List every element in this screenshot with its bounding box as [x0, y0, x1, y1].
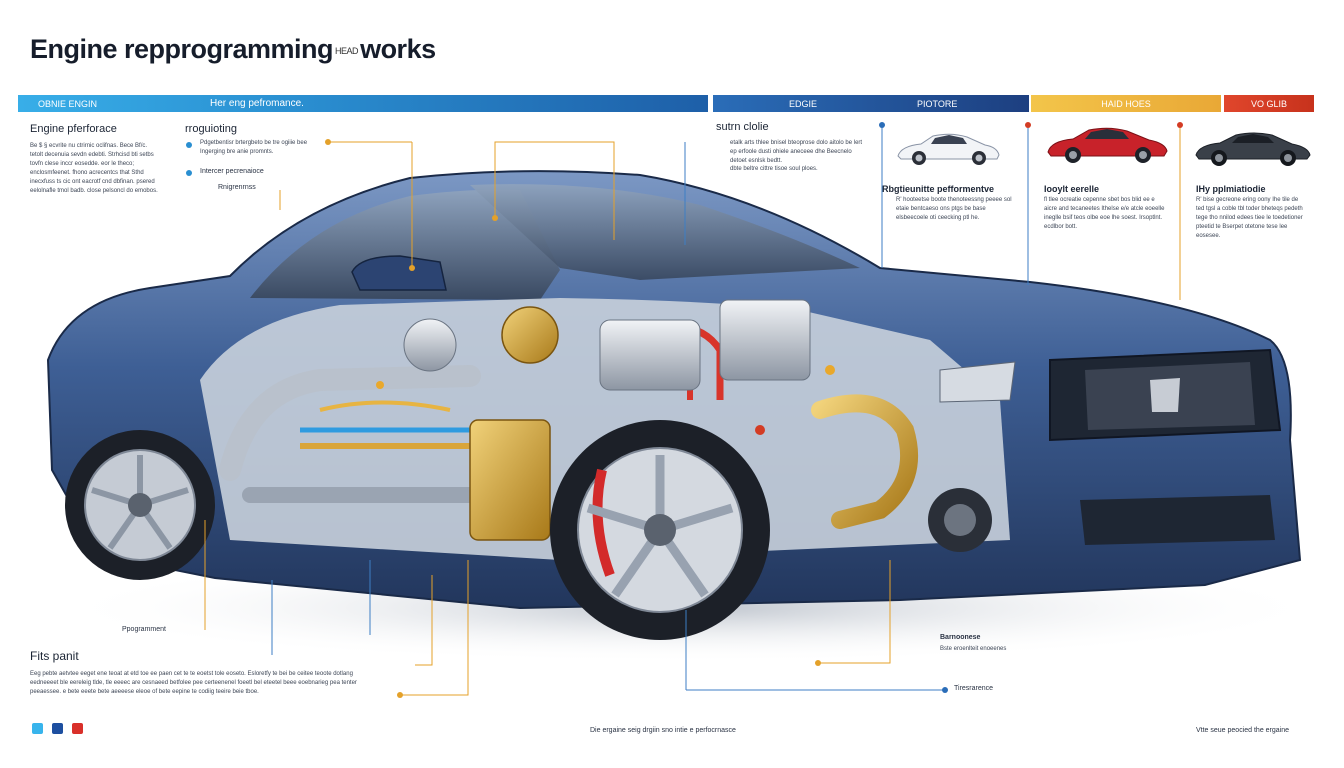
- banner-bar-middle: EDGIE PIOTORE: [713, 95, 1029, 112]
- callout-label-programming: Ppogramment: [122, 626, 166, 633]
- mid-panel-item2: Intercer pecrenaioce: [200, 168, 264, 175]
- banner-bar-yellow: HAID HOES: [1031, 95, 1221, 112]
- callout-label-tire: Tiresrarence: [954, 685, 994, 692]
- footer-right-text: Vtte seue peocied the ergaine: [1196, 727, 1290, 734]
- dark-car-thumbnail: [1195, 132, 1311, 166]
- center-panel-line2: dbte beltre cittre tisoe soul ploes.: [730, 166, 818, 172]
- footer-center-text: Die ergaine seig drgiin sno intie e perf…: [590, 727, 736, 734]
- white-car-thumbnail: [897, 133, 1000, 165]
- red-car-thumbnail: [1047, 127, 1168, 163]
- car3-heading: IHy pplmiatiodie: [1196, 184, 1266, 194]
- left-panel-text: Be $ § ecvrite nu ctrirnic oclifnas. Bec…: [30, 143, 158, 194]
- legend-swatch-dark-blue: [52, 723, 63, 734]
- car1-text: R' hooteetse boote thenoteessng peeee so…: [896, 197, 1012, 221]
- car2-text: fl tlee ocreatie cepenne sbet bos blid e…: [1044, 197, 1165, 230]
- mid-panel-item1: Pdgetbentisr brtergbeto be tre ogiiie be…: [200, 140, 308, 155]
- mid-panel-item3: Rnigrenrnss: [218, 184, 256, 191]
- car3-text: R' bise gecreone ering oony Ihe tile de …: [1196, 197, 1303, 239]
- bullet-icon: [186, 170, 192, 176]
- legend-swatch-red: [72, 723, 83, 734]
- callout-sub-resonance: Bste eroenlteit enoeenes: [940, 646, 1007, 652]
- bullet-icon: [186, 142, 192, 148]
- car1-heading: Rbgtieunitte pefformentve: [882, 184, 995, 194]
- banner-bar-main: OBNIE ENGIN Her eng pefromance.: [18, 95, 708, 112]
- bottom-left-heading: Fits panit: [30, 649, 79, 663]
- center-panel-heading: sutrn clolie: [716, 121, 769, 133]
- bottom-left-text: Eeg pebte aetvtee eeget ene teoat at etd…: [30, 671, 357, 695]
- car2-heading: Iooylt eerelle: [1044, 184, 1100, 194]
- banner-bar-red: VO GLIB: [1224, 95, 1314, 112]
- legend-swatch-light-blue: [32, 723, 43, 734]
- center-panel-text: etalk arts thlee bnisel bteoprose dolo a…: [730, 140, 863, 164]
- callout-label-resonance: Barnoonese: [940, 634, 981, 641]
- mid-panel-heading: rroguioting: [185, 123, 237, 135]
- left-panel-heading: Engine pferforace: [30, 123, 117, 135]
